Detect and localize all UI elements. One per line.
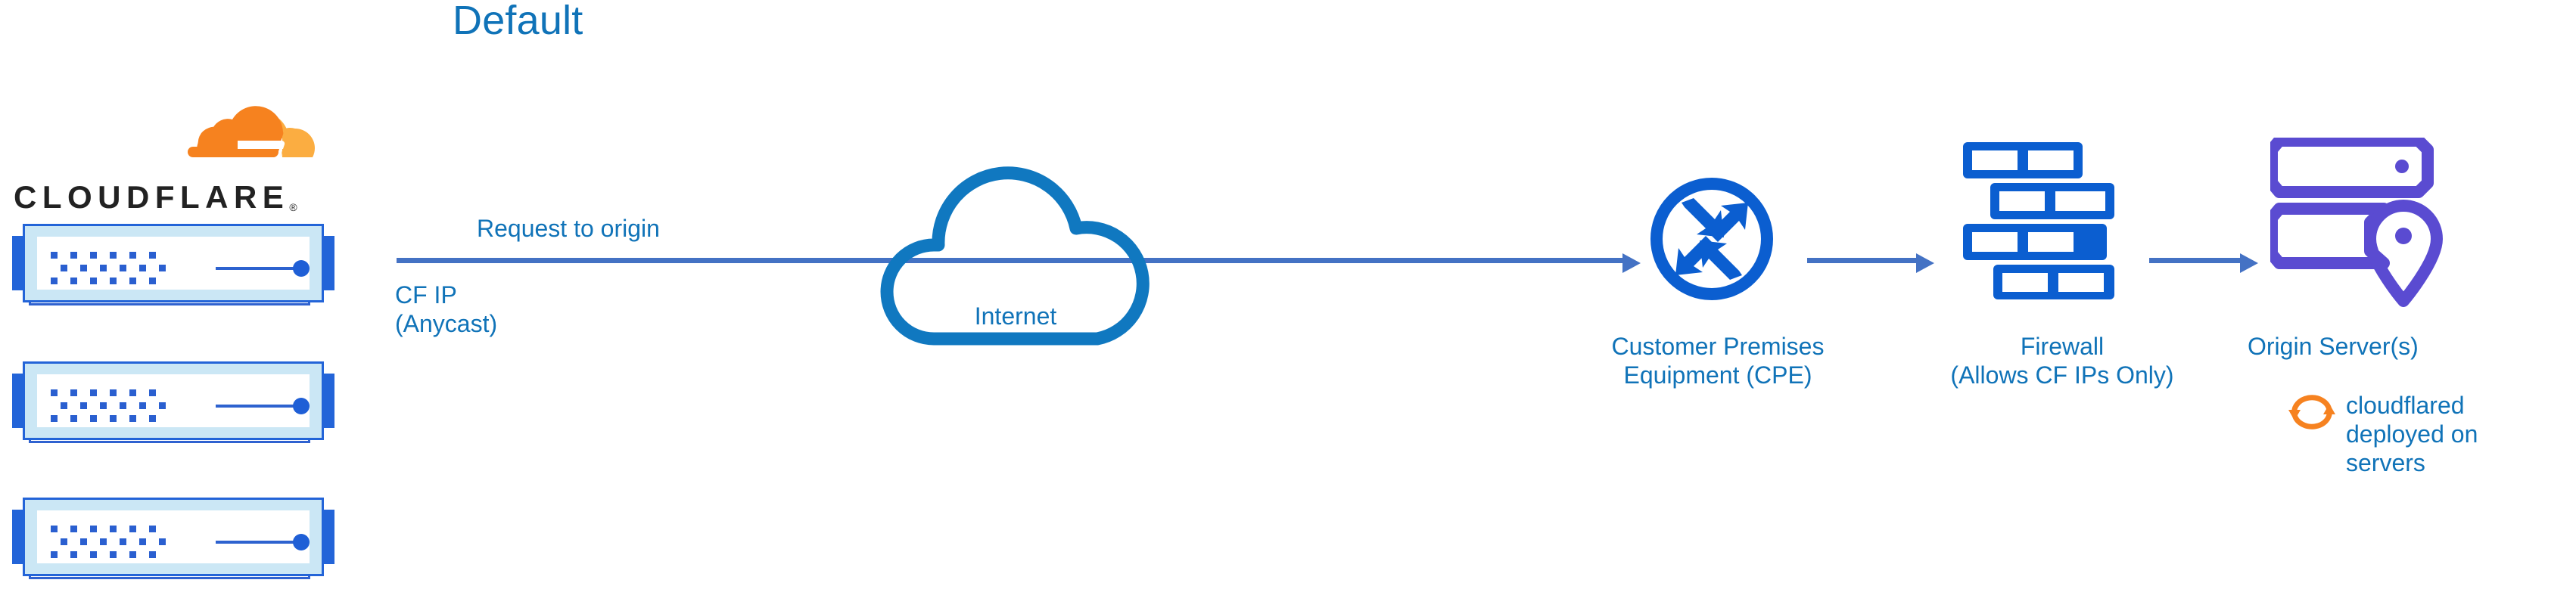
cpe-label-line1: Customer Premises xyxy=(1611,333,1825,360)
cpe-label-line2: Equipment (CPE) xyxy=(1623,361,1812,389)
server-led-indicator xyxy=(293,534,310,550)
page-title: Default xyxy=(453,0,583,43)
server-vent-dots-icon xyxy=(51,526,166,558)
cloudflared-note-line1: cloudflared xyxy=(2346,392,2465,419)
flow-arrow-cf-to-cpe-line xyxy=(397,258,1622,263)
server-rack-location-pin-icon xyxy=(2270,138,2443,307)
origin-server-label: Origin Server(s) xyxy=(2248,333,2419,360)
server-vent-dots-icon xyxy=(51,389,166,422)
server-led-indicator xyxy=(293,260,310,277)
firewall-label-line2: (Allows CF IPs Only) xyxy=(1950,361,2174,389)
server-status-line xyxy=(216,405,306,408)
server-led-indicator xyxy=(293,398,310,414)
flow-arrow-cpe-to-firewall-head xyxy=(1916,253,1934,273)
cloudflare-cloud-logo-icon xyxy=(188,106,315,158)
cloud-icon xyxy=(880,166,1150,346)
flow-arrow-firewall-to-origin-head xyxy=(2240,253,2258,273)
server-faceplate xyxy=(37,374,310,427)
brick-wall-icon xyxy=(1963,142,2114,299)
internet-label: Internet xyxy=(974,302,1057,330)
cloudflare-logo: CLOUDFLARE® xyxy=(14,103,331,224)
cf-ip-label-line1: CF IP xyxy=(395,281,457,309)
cf-ip-label: CF IP (Anycast) xyxy=(395,281,497,339)
server-status-line xyxy=(216,267,306,270)
firewall-label-line1: Firewall xyxy=(2020,333,2105,360)
firewall-label: Firewall (Allows CF IPs Only) xyxy=(1892,333,2232,390)
server-chassis xyxy=(23,224,324,302)
cloudflare-wordmark-text: CLOUDFLARE xyxy=(14,179,290,215)
flow-arrow-firewall-to-origin-line xyxy=(2149,258,2240,263)
flow-arrow-cf-to-cpe-head xyxy=(1622,253,1641,273)
router-four-arrows-circle-icon xyxy=(1650,178,1773,300)
cloudflare-edge-server-3 xyxy=(11,493,336,584)
cf-ip-label-line2: (Anycast) xyxy=(395,309,498,337)
registered-mark: ® xyxy=(289,201,297,213)
cloudflared-note-line3: servers xyxy=(2346,448,2425,476)
cloudflare-edge-server-1 xyxy=(11,219,336,310)
cloudflared-note: cloudflared deployed on servers xyxy=(2346,392,2520,477)
request-to-origin-label: Request to origin xyxy=(477,215,660,242)
server-faceplate xyxy=(37,510,310,563)
sync-circular-arrows-icon xyxy=(2288,395,2335,429)
cloudflared-note-line2: deployed on xyxy=(2346,420,2478,448)
server-status-line xyxy=(216,541,306,544)
server-chassis xyxy=(23,361,324,440)
cpe-label: Customer Premises Equipment (CPE) xyxy=(1555,333,1881,390)
flow-arrow-cpe-to-firewall-line xyxy=(1807,258,1916,263)
server-chassis xyxy=(23,498,324,576)
server-vent-dots-icon xyxy=(51,252,166,284)
server-faceplate xyxy=(37,237,310,290)
cloudflare-edge-server-2 xyxy=(11,357,336,448)
cloudflare-wordmark: CLOUDFLARE® xyxy=(14,178,331,215)
